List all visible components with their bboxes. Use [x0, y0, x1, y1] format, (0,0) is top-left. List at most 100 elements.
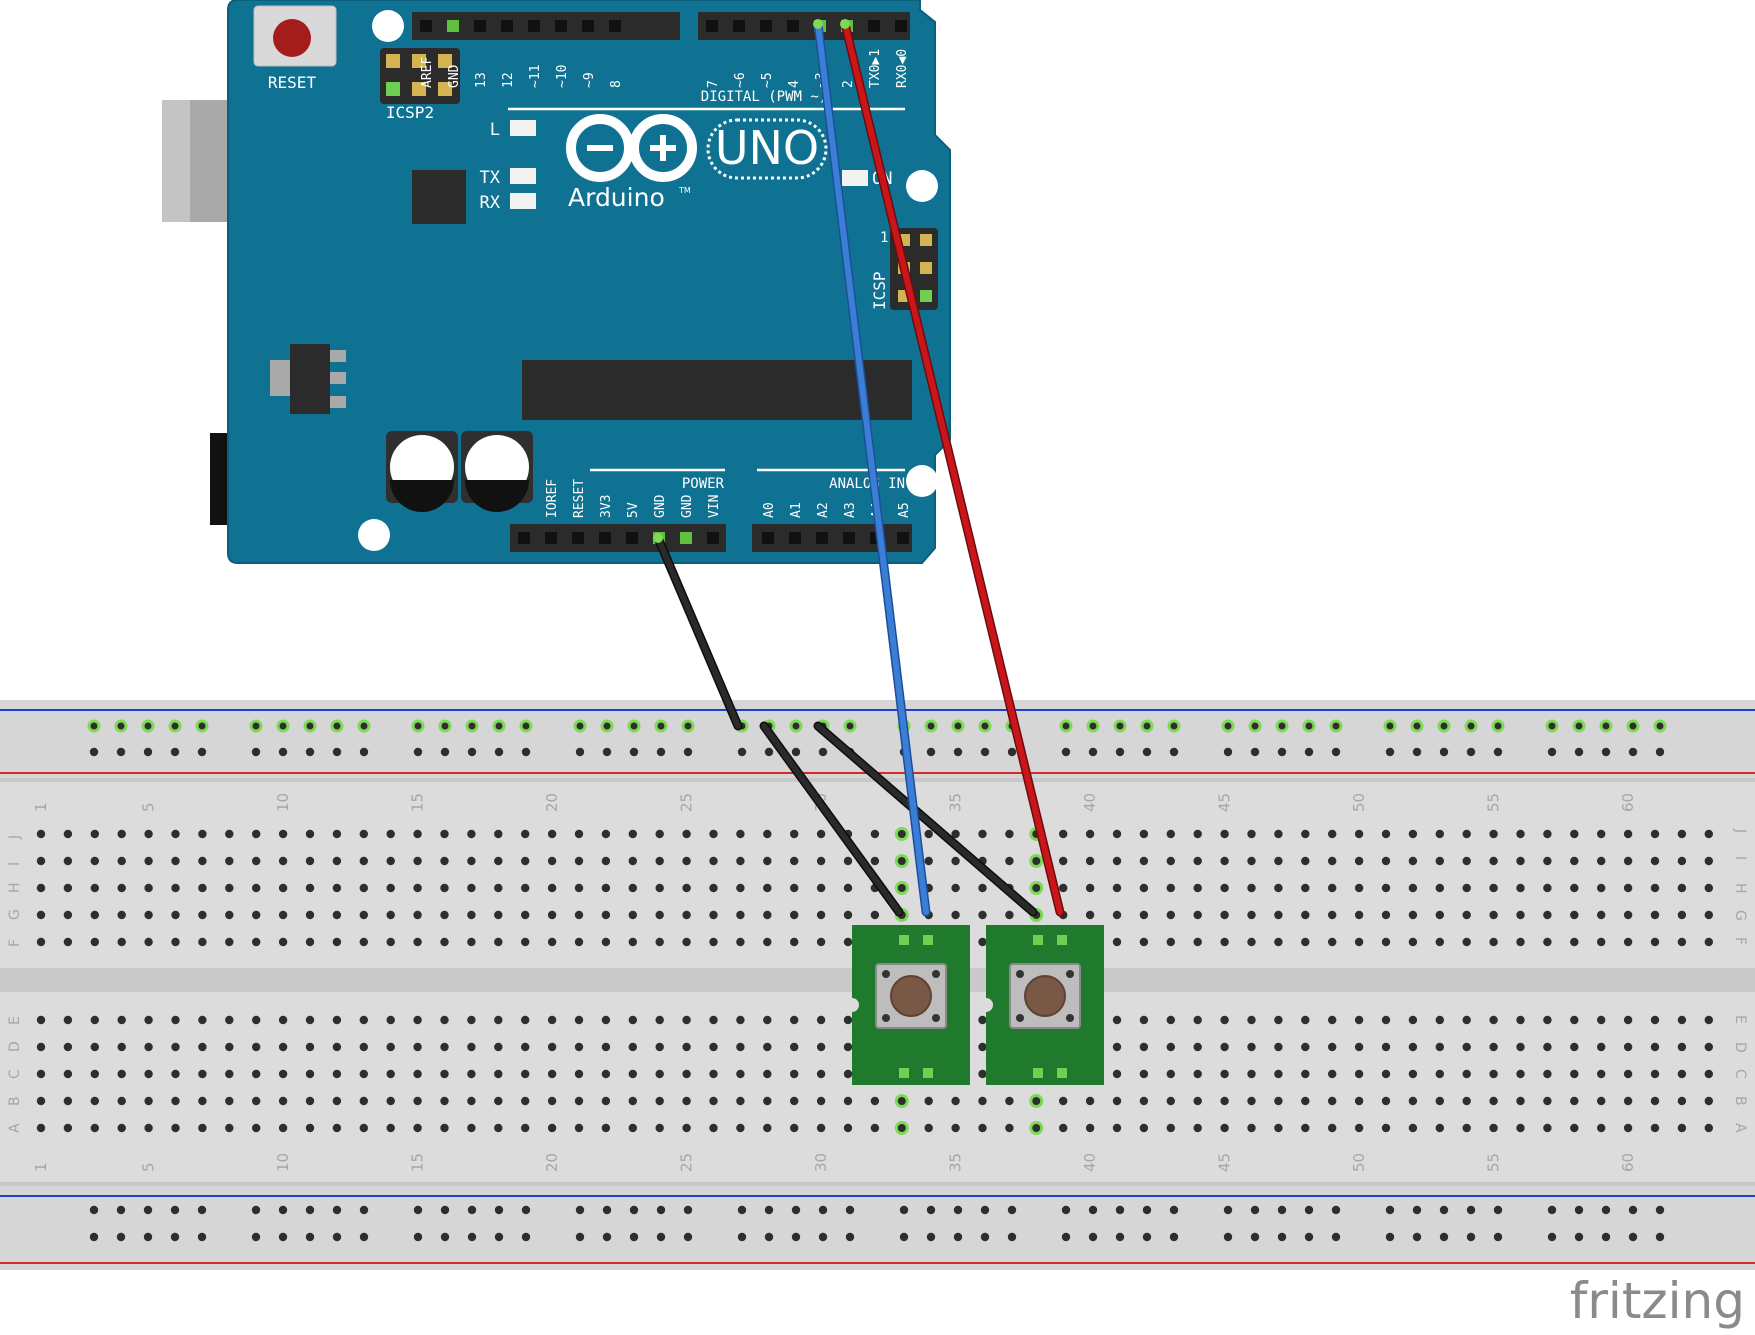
rail-hole[interactable] [143, 747, 153, 757]
rail-hole[interactable] [656, 747, 666, 757]
breadboard-hole[interactable] [1704, 1096, 1714, 1106]
rail-hole[interactable] [980, 1232, 990, 1242]
breadboard-hole[interactable] [1381, 910, 1391, 920]
breadboard-hole[interactable] [1570, 1042, 1579, 1052]
breadboard-hole[interactable] [278, 937, 288, 947]
breadboard-hole[interactable] [1650, 937, 1660, 947]
breadboard-hole[interactable] [574, 1015, 584, 1025]
breadboard-hole[interactable] [924, 1123, 933, 1133]
breadboard-hole[interactable] [574, 937, 584, 947]
breadboard-hole[interactable] [440, 937, 449, 947]
breadboard-hole[interactable] [171, 1123, 180, 1133]
breadboard-hole[interactable] [252, 1123, 261, 1133]
rail-hole[interactable] [278, 1232, 288, 1242]
breadboard-hole[interactable] [90, 910, 100, 920]
breadboard-hole[interactable] [870, 1096, 880, 1106]
breadboard-hole[interactable] [628, 910, 637, 920]
breadboard-hole[interactable] [1570, 829, 1579, 839]
breadboard-hole[interactable] [894, 1094, 909, 1108]
header-pin[interactable] [706, 20, 718, 32]
breadboard-hole[interactable] [1328, 856, 1337, 866]
breadboard-hole[interactable] [198, 1069, 207, 1079]
rail-hole[interactable] [1599, 719, 1613, 733]
breadboard-hole[interactable] [1193, 1096, 1202, 1106]
rail-hole[interactable] [494, 1232, 504, 1242]
breadboard-hole[interactable] [1193, 1123, 1202, 1133]
rail-hole[interactable] [1655, 747, 1665, 757]
breadboard-hole[interactable] [816, 856, 826, 866]
breadboard-hole[interactable] [547, 1096, 557, 1106]
breadboard-hole[interactable] [1704, 829, 1714, 839]
breadboard-hole[interactable] [682, 1042, 691, 1052]
breadboard-hole[interactable] [736, 856, 745, 866]
breadboard-hole[interactable] [36, 1015, 46, 1025]
breadboard-hole[interactable] [1301, 1096, 1310, 1106]
breadboard-hole[interactable] [332, 1123, 342, 1133]
breadboard-hole[interactable] [1543, 1096, 1552, 1106]
breadboard-hole[interactable] [1193, 910, 1202, 920]
breadboard-hole[interactable] [1354, 856, 1364, 866]
rail-hole[interactable] [1385, 1205, 1395, 1215]
breadboard-hole[interactable] [1193, 1015, 1202, 1025]
breadboard-hole[interactable] [1005, 856, 1014, 866]
breadboard-hole[interactable] [816, 910, 826, 920]
breadboard-hole[interactable] [709, 856, 718, 866]
breadboard-hole[interactable] [1139, 1123, 1149, 1133]
header-pin[interactable] [447, 20, 459, 32]
breadboard-hole[interactable] [1650, 1123, 1660, 1133]
breadboard-hole[interactable] [1139, 883, 1149, 893]
breadboard-hole[interactable] [816, 1015, 826, 1025]
breadboard-hole[interactable] [36, 1042, 46, 1052]
rail-hole[interactable] [1383, 719, 1397, 733]
breadboard-hole[interactable] [1623, 856, 1633, 866]
breadboard-hole[interactable] [359, 910, 368, 920]
breadboard-hole[interactable] [1085, 1123, 1095, 1133]
rail-hole[interactable] [116, 1232, 126, 1242]
breadboard-hole[interactable] [790, 1042, 799, 1052]
rail-hole[interactable] [413, 1232, 423, 1242]
button-cap[interactable] [890, 975, 932, 1017]
breadboard-hole[interactable] [1301, 1015, 1310, 1025]
breadboard-hole[interactable] [843, 1015, 853, 1025]
breadboard-hole[interactable] [63, 1015, 73, 1025]
breadboard-hole[interactable] [601, 937, 611, 947]
rail-hole[interactable] [1140, 719, 1154, 733]
breadboard-hole[interactable] [1597, 937, 1606, 947]
breadboard-hole[interactable] [117, 937, 126, 947]
breadboard-hole[interactable] [171, 937, 180, 947]
breadboard-hole[interactable] [1543, 1069, 1552, 1079]
rail-hole[interactable] [89, 747, 99, 757]
breadboard-hole[interactable] [1328, 1069, 1337, 1079]
rail-hole[interactable] [278, 747, 288, 757]
rail-hole[interactable] [1601, 1232, 1611, 1242]
breadboard-hole[interactable] [278, 1069, 288, 1079]
rail-hole[interactable] [1088, 1232, 1098, 1242]
breadboard-hole[interactable] [1139, 1042, 1149, 1052]
breadboard-hole[interactable] [1381, 856, 1391, 866]
breadboard-hole[interactable] [494, 1123, 503, 1133]
rail-hole[interactable] [789, 719, 803, 733]
rail-hole[interactable] [1545, 719, 1559, 733]
breadboard-hole[interactable] [843, 1069, 853, 1079]
rail-hole[interactable] [249, 719, 263, 733]
breadboard-hole[interactable] [1650, 883, 1660, 893]
breadboard-hole[interactable] [359, 1096, 368, 1106]
breadboard-hole[interactable] [1274, 883, 1283, 893]
rail-hole[interactable] [575, 747, 585, 757]
breadboard-hole[interactable] [413, 856, 422, 866]
breadboard-hole[interactable] [494, 910, 503, 920]
rail-hole[interactable] [1007, 1205, 1017, 1215]
breadboard-hole[interactable] [332, 1096, 342, 1106]
breadboard-hole[interactable] [252, 1096, 261, 1106]
header-pin[interactable] [707, 532, 719, 544]
breadboard-hole[interactable] [521, 1123, 530, 1133]
breadboard-hole[interactable] [978, 829, 987, 839]
header-pin[interactable] [474, 20, 486, 32]
breadboard-hole[interactable] [1247, 1069, 1256, 1079]
header-pin[interactable] [868, 20, 880, 32]
breadboard-hole[interactable] [359, 856, 368, 866]
breadboard-hole[interactable] [1059, 1096, 1068, 1106]
rail-hole[interactable] [359, 1205, 369, 1215]
breadboard-hole[interactable] [198, 1123, 207, 1133]
breadboard-hole[interactable] [736, 829, 745, 839]
